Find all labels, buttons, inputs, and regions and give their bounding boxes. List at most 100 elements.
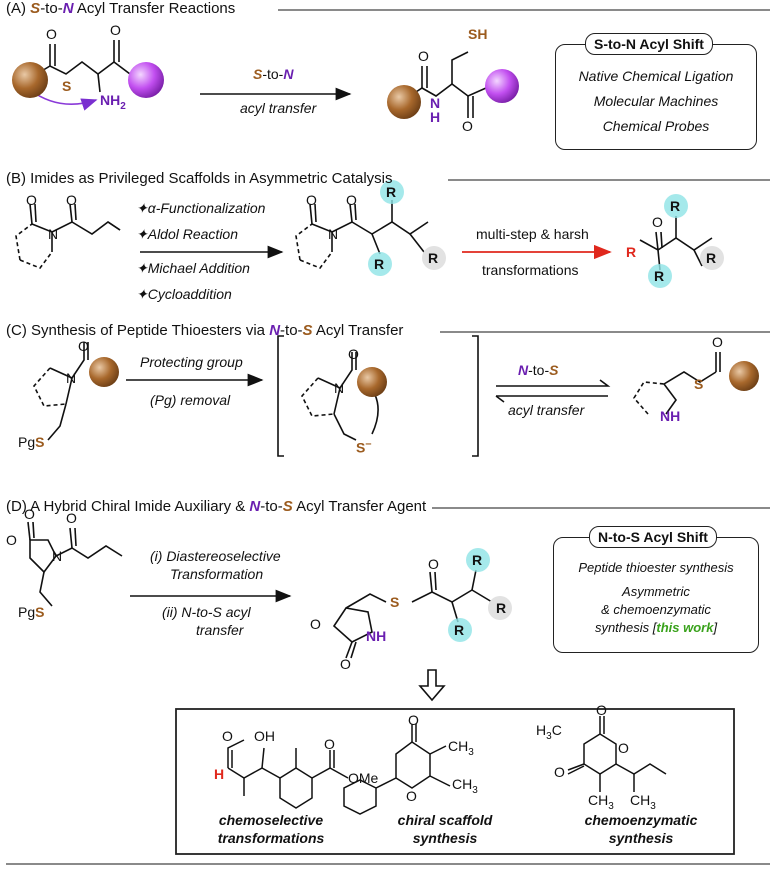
reaction-list-2: ✦Aldol Reaction — [136, 226, 239, 242]
atom-h3c-p3: H3C — [536, 722, 562, 742]
gray-ball-b — [422, 246, 446, 270]
arrow-b2-label-top: multi-step & harsh — [476, 226, 589, 242]
atom-o-c2: O — [348, 346, 359, 362]
acyl-shift-box-d-title: N-to-S Acyl Shift — [589, 526, 717, 548]
atom-o-c3: O — [712, 334, 723, 350]
atom-ch3-p2a: CH3 — [448, 738, 474, 758]
arrow-a-label-top: S-to-N — [253, 66, 294, 82]
atom-ch3-p3b: CH3 — [630, 792, 656, 812]
p1-label-2: transformations — [217, 830, 325, 846]
gray-ball-b2 — [700, 246, 724, 270]
p3-label-2: synthesis — [608, 830, 674, 846]
atom-s-c3: S — [694, 376, 704, 392]
reaction-list-4: ✦Cycloaddition — [136, 286, 232, 302]
section-b-rule — [448, 179, 770, 181]
section-b-title: (B) Imides as Privileged Scaffolds in As… — [6, 170, 393, 187]
atom-o2-a: O — [110, 22, 121, 38]
atom-n-b2: N — [328, 226, 339, 242]
arrow-a-label-bottom: acyl transfer — [240, 100, 317, 116]
atom-n-c2: N — [334, 380, 345, 396]
product-1 — [227, 739, 349, 809]
atom-o-p2b: O — [406, 788, 417, 804]
section-c-bracket — [277, 335, 479, 457]
section-c-rule — [440, 331, 770, 333]
eq-label-bottom: acyl transfer — [508, 402, 585, 418]
atom-o-d2c: O — [428, 556, 439, 572]
acyl-ball-c3 — [729, 361, 759, 391]
reaction-list-1: ✦α-Functionalization — [136, 200, 266, 216]
atom-o-p1a: O — [222, 728, 233, 744]
box-d-line2: Asymmetric — [622, 584, 690, 599]
acyl-ball-a — [12, 62, 48, 98]
box-d-line4: synthesis [this work] — [594, 620, 718, 635]
atom-n-d1: N — [52, 548, 63, 564]
section-c-title: (C) Synthesis of Peptide Thioesters via … — [6, 322, 404, 339]
atom-r-bp1: R — [670, 198, 681, 214]
atom-ch3-p3a: CH3 — [588, 792, 614, 812]
atom-n-b1: N — [48, 226, 59, 242]
atom-ch3-p2b: CH3 — [452, 776, 478, 796]
arrow-c1-label-bottom: (Pg) removal — [150, 392, 231, 408]
purple-ball-a — [128, 62, 164, 98]
atom-oh-p1: OH — [254, 728, 275, 744]
atom-pgs-c1: PgS — [18, 434, 45, 450]
atom-o-p1b: O — [324, 736, 335, 752]
arrow-d-label-bottom2: transfer — [196, 622, 244, 638]
acyl-shift-box-a-title: S-to-N Acyl Shift — [585, 33, 713, 55]
purple-ball-a-prod — [485, 69, 519, 103]
atom-r-b3: R — [428, 250, 439, 266]
atom-o-b2a: O — [306, 192, 317, 208]
atom-o-d1c: O — [66, 510, 77, 526]
box-a-item-3: Chemical Probes — [602, 118, 710, 134]
atom-r-bp3: R — [706, 250, 717, 266]
p2-label-1: chiral scaffold — [397, 812, 493, 828]
atom-s-minus-c2: S– — [356, 438, 372, 456]
cyan-ball-b2 — [380, 180, 404, 204]
atom-pgs-d1: PgS — [18, 604, 45, 620]
atom-o-d1b: O — [6, 532, 17, 548]
p2-label-2: synthesis — [412, 830, 478, 846]
section-a-rule — [278, 9, 770, 11]
box-a-item-2: Molecular Machines — [593, 93, 719, 109]
cyan-ball-b3 — [648, 264, 672, 288]
arrow-d-label-bottom1: (ii) N-to-S acyl — [162, 604, 251, 620]
section-c-product — [633, 352, 721, 415]
atom-o-d2b: O — [340, 656, 351, 672]
section-d-title: (D) A Hybrid Chiral Imide Auxiliary & N-… — [6, 498, 427, 515]
p3-label-1: chemoenzymatic — [584, 812, 698, 828]
product-3 — [567, 716, 667, 792]
box-a-item-1: Native Chemical Ligation — [578, 68, 734, 84]
atom-o2-a-prod: O — [462, 118, 473, 134]
cyan-ball-d1 — [448, 618, 472, 642]
atom-o-p3a: O — [596, 702, 607, 718]
atom-s-d2: S — [390, 594, 400, 610]
atom-r-d3: R — [496, 600, 507, 616]
down-arrow — [418, 669, 446, 702]
gray-ball-d — [488, 596, 512, 620]
section-b-product — [639, 216, 713, 271]
section-c-reactant — [33, 342, 89, 441]
box-d-line1: Peptide thioester synthesis — [578, 560, 734, 575]
atom-ome-p1: OMe — [348, 770, 379, 786]
atom-nh2-a: NH2 — [100, 92, 126, 112]
eq-label-top: N-to-S — [518, 362, 559, 378]
atom-o-p3b: O — [554, 764, 565, 780]
atom-o1-a-prod: O — [418, 48, 429, 64]
reaction-list-3: ✦Michael Addition — [136, 260, 250, 276]
atom-o-d1a: O — [24, 506, 35, 522]
section-b-imide2 — [295, 200, 429, 269]
arrow-c1-label-top: Protecting group — [140, 354, 243, 370]
product-2 — [343, 724, 451, 815]
section-a-title: (A) S-to-N Acyl Transfer Reactions — [6, 0, 236, 17]
atom-o-b1b: O — [66, 192, 77, 208]
atom-o-d2a: O — [310, 616, 321, 632]
section-a-product — [403, 51, 487, 118]
atom-o-c1: O — [78, 338, 89, 354]
atom-o-b1a: O — [26, 192, 37, 208]
arrow-b2-label-bottom: transformations — [482, 262, 579, 278]
acyl-ball-a-prod — [387, 85, 421, 119]
atom-s-a: S — [62, 78, 72, 94]
atom-nh-c3: NH — [660, 408, 681, 424]
